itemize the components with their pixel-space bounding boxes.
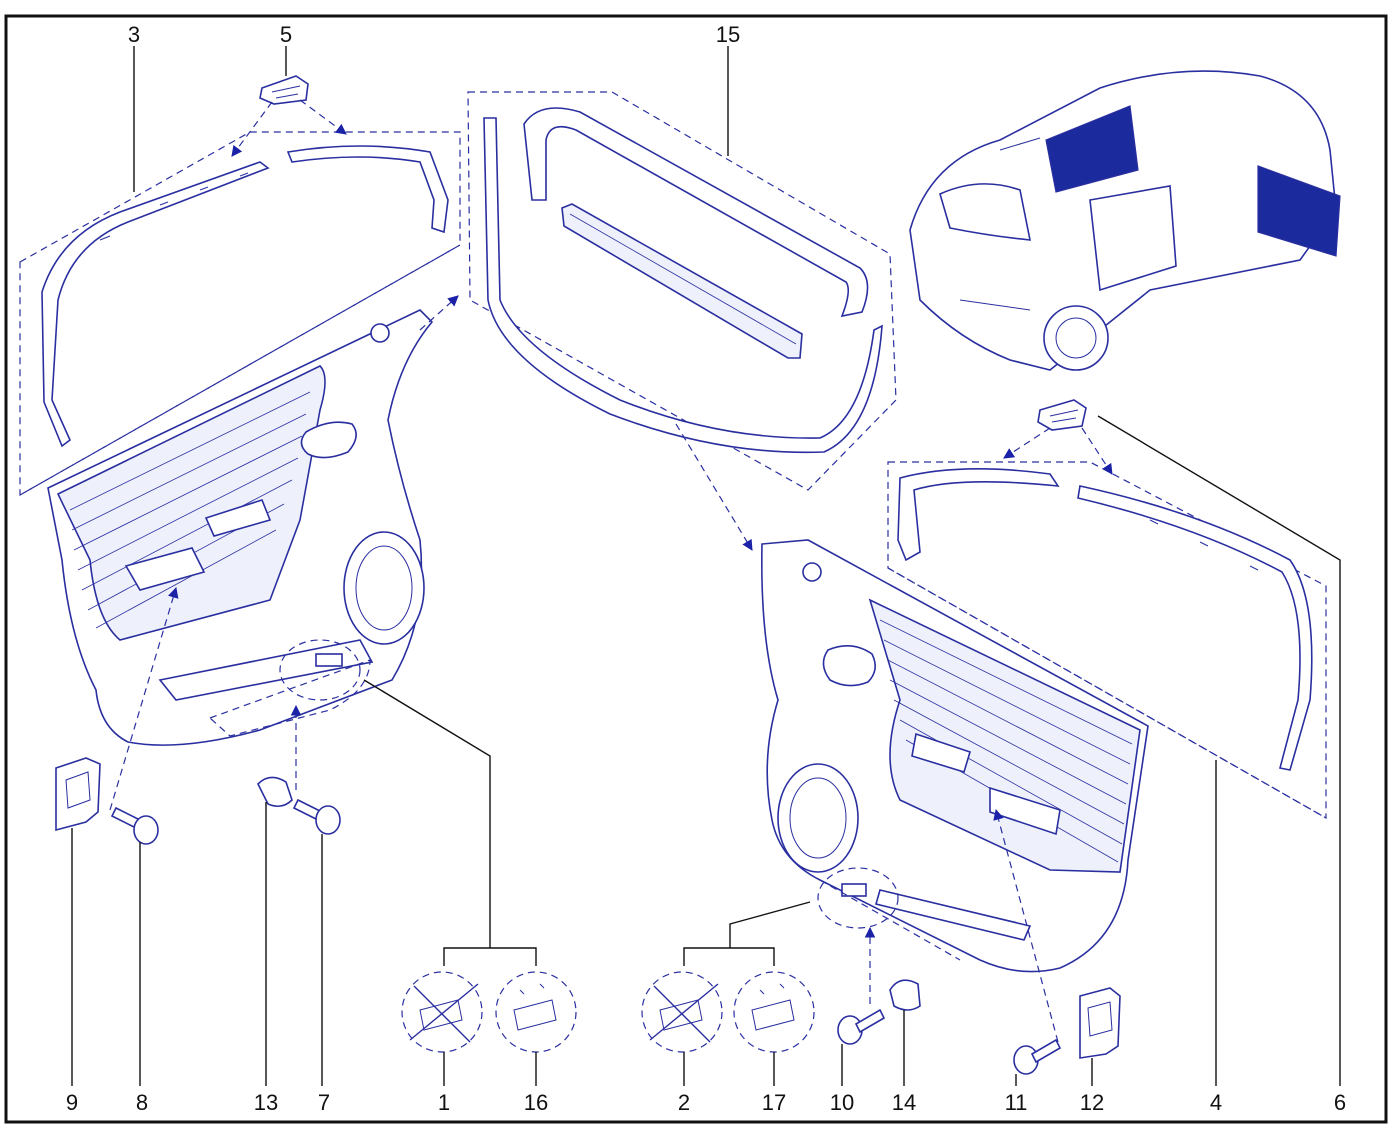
screw-icon xyxy=(837,1008,886,1045)
callout-1: 1 xyxy=(438,1090,450,1115)
clip-icon xyxy=(55,757,101,832)
left-door-assembly xyxy=(19,131,461,746)
callout-3: 3 xyxy=(128,22,140,47)
callout-13: 13 xyxy=(254,1090,278,1115)
callout-9: 9 xyxy=(66,1090,78,1115)
clip-icon xyxy=(259,75,309,105)
door-trim-panel-icon xyxy=(761,539,1149,973)
crossed-out-detail-icon xyxy=(401,971,483,1053)
callout-5: 5 xyxy=(280,22,292,47)
screw-icon xyxy=(110,806,159,845)
weatherstrip-seal-icon xyxy=(467,91,897,491)
crossed-out-detail-icon xyxy=(641,971,723,1053)
callout-7: 7 xyxy=(318,1090,330,1115)
detail-view-icon xyxy=(495,971,577,1053)
callout-15: 15 xyxy=(716,22,740,47)
push-rivet-icon xyxy=(257,776,293,808)
callout-10: 10 xyxy=(830,1090,854,1115)
callout-16: 16 xyxy=(524,1090,548,1115)
callout-2: 2 xyxy=(678,1090,690,1115)
callout-labels: 3 5 15 9 8 13 7 1 16 2 17 10 14 11 12 4 … xyxy=(66,22,1346,1115)
diagram-frame xyxy=(4,14,1388,1124)
callout-14: 14 xyxy=(892,1090,916,1115)
upper-trim-strip-icon xyxy=(41,145,449,448)
callout-11: 11 xyxy=(1005,1090,1028,1115)
upper-trim-strip-icon xyxy=(897,468,1313,771)
detail-view-icon xyxy=(733,971,815,1053)
right-door-assembly xyxy=(761,461,1327,973)
leader-lines xyxy=(71,46,1341,1086)
callout-17: 17 xyxy=(762,1090,786,1115)
clip-icon xyxy=(1079,987,1121,1059)
door-trim-panel-icon xyxy=(47,309,434,746)
callout-12: 12 xyxy=(1080,1090,1104,1115)
clip-icon xyxy=(1037,399,1087,431)
callout-8: 8 xyxy=(136,1090,148,1115)
screw-icon xyxy=(292,798,341,835)
push-rivet-icon xyxy=(889,979,921,1011)
callout-6: 6 xyxy=(1334,1090,1346,1115)
vehicle-icon xyxy=(909,70,1341,371)
screw-icon xyxy=(1013,1038,1062,1075)
callout-4: 4 xyxy=(1210,1090,1222,1115)
